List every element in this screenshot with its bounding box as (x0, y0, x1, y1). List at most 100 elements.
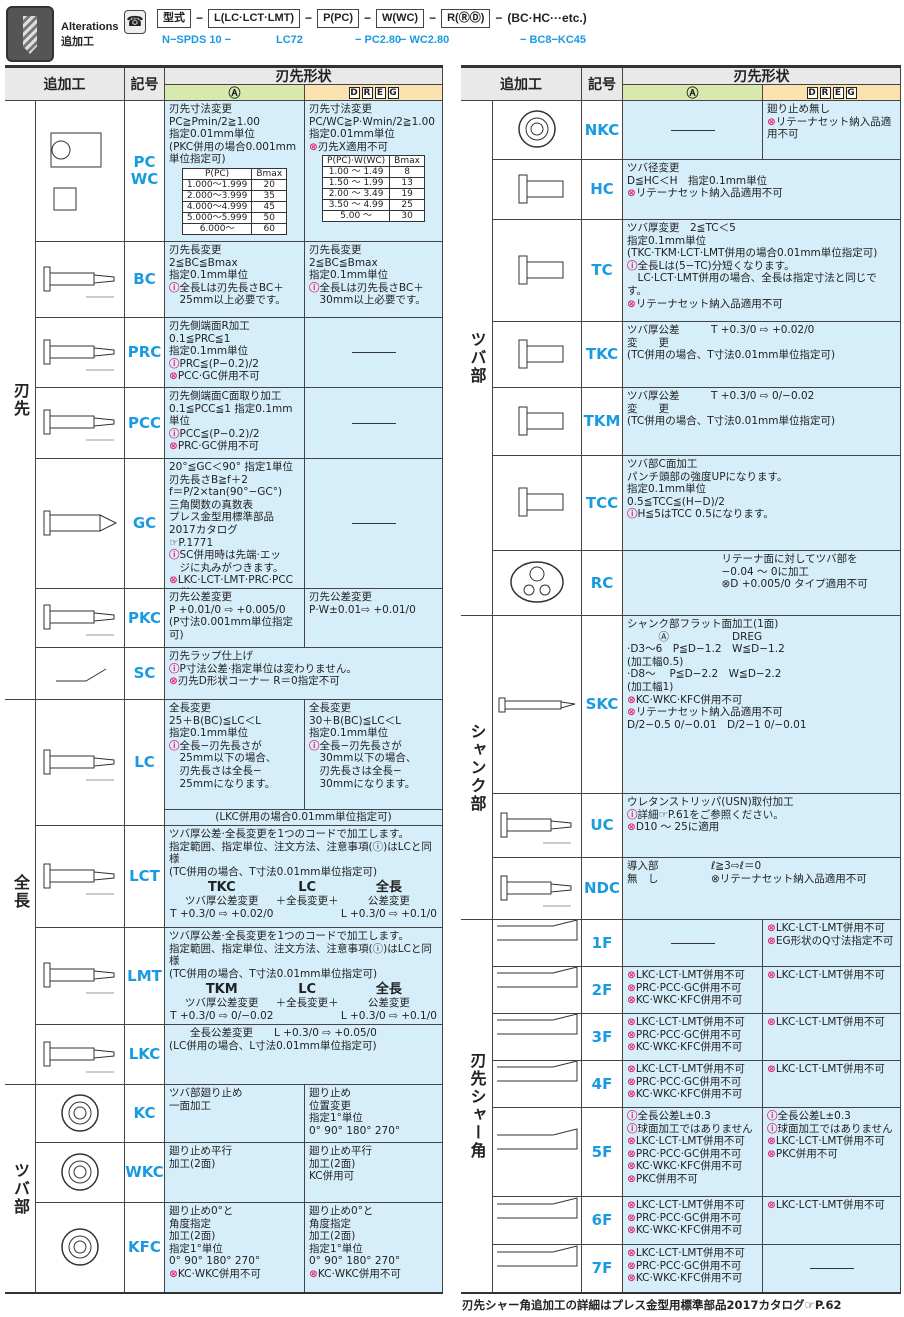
order-format: 型式−L(LC·LCT·LMT)−P(PC)−W(WC)−R(ⓇⒹ)−(BC·H… (157, 9, 587, 28)
text-line: ツバ厚公差 T +0.3/0 ⇨ +0.02/0 (627, 324, 815, 336)
code-2f[interactable]: 2F (582, 967, 623, 1014)
code-5f[interactable]: 5F (582, 1108, 623, 1197)
code-lc[interactable]: LC (125, 700, 165, 826)
header-shape-a: Ⓐ (623, 85, 763, 101)
prohibited-note: ⊗KC·WKC併用不可 (169, 1267, 261, 1280)
code-nkc[interactable]: NKC (582, 101, 623, 160)
caution-note: ⓘH≦5はTCC 0.5になります。 (627, 508, 774, 521)
code-kc[interactable]: KC (125, 1085, 165, 1143)
caution-note: ⓘ全長Lは刃先長さBC＋ (169, 281, 284, 294)
format-field: (BC·HC···etc.) (507, 11, 587, 25)
prohibited-note: ⊗LKC·LCT·LMT併用不可 (767, 1135, 885, 1148)
code-hc[interactable]: HC (582, 160, 623, 220)
code-tkc[interactable]: TKC (582, 322, 623, 388)
dash: − (364, 11, 372, 25)
shear-drawing (497, 1197, 578, 1218)
code-sc[interactable]: SC (125, 648, 165, 700)
category-シャンク部: シャンク部 (461, 616, 493, 920)
illustration-rc (493, 551, 582, 616)
code-1f[interactable]: 1F (582, 920, 623, 967)
punch-drawing (500, 875, 572, 906)
table-cell: 8 (389, 166, 425, 179)
code-lmt[interactable]: LMT (125, 928, 165, 1025)
table-cell: 1.00 〜 1.49 (322, 166, 391, 179)
text-line: ·D3〜6 P≦D−1.2 W≦D−1.2 (627, 643, 785, 656)
code-rc[interactable]: RC (582, 551, 623, 616)
code-6f[interactable]: 6F (582, 1197, 623, 1245)
text-line: 指定0.1mm単位 (627, 483, 707, 496)
code-skc[interactable]: SKC (582, 616, 623, 794)
text-line: 加工(2面) (169, 1230, 216, 1243)
text-line: プレス金型用標準部品2017カタログ (169, 511, 274, 536)
text-line: 指定0.1mm単位 (309, 727, 389, 740)
prohibited-note: ⊗リテーナセット納入品適用不可 (767, 115, 892, 141)
ring-drawing (61, 1093, 99, 1132)
table-cell: 4.000〜4.999 (181, 200, 253, 213)
prohibited-note: ⊗PRC·PCC·GC併用不可 (627, 981, 742, 994)
code-pcc[interactable]: PCC (125, 388, 165, 459)
table-cell: 60 (251, 222, 288, 235)
illustration-6f (493, 1197, 582, 1245)
text-line: ·D8〜 P≦D−2.2 W≦D−2.2 (627, 668, 782, 681)
code-prc[interactable]: PRC (125, 318, 165, 388)
text-line: 指定0.01mm単位 (309, 128, 395, 141)
code-gc[interactable]: GC (125, 459, 165, 589)
text-line: ☞P.1771 (169, 536, 214, 549)
description-cell: 全長公差変更 L +0.3/0 ⇨ +0.05/0(LC併用の場合、L寸法0.0… (165, 1025, 443, 1085)
description-cell: ツバ厚公差·全長変更を1つのコードで加工します。指定範囲、指定単位、注文方法、注… (165, 928, 443, 1025)
dash: − (305, 11, 313, 25)
table-row: 5.00 〜30 (322, 210, 425, 223)
table-cell: 2.00 〜 3.49 (322, 188, 391, 201)
code-tcc[interactable]: TCC (582, 456, 623, 551)
illustration-7f (493, 1245, 582, 1293)
text-line: 位置変更 (309, 1099, 351, 1112)
shape-d-cell (305, 318, 443, 388)
prohibited-note: ⊗LKC·LCT·LMT併用不可 (767, 922, 885, 934)
code-pc-wc[interactable]: PC WC (125, 101, 165, 242)
illustration-tc (493, 220, 582, 322)
code-tkm[interactable]: TKM (582, 388, 623, 456)
prohibited-note: ⊗LKC·LCT·LMT併用不可 (627, 969, 745, 981)
text-line: (TC併用の場合、T寸法0.01mm単位指定可) (169, 865, 378, 878)
text-line: (P寸法0.001mm単位指定可) (169, 616, 293, 641)
text-line: 三角関数の真数表 (169, 498, 253, 511)
table-cell: 20 (251, 178, 288, 191)
text-line: 無 し ⊗リテーナセット納入品適用不可 (627, 872, 867, 885)
text-line: 刃先長さB≧f＋2 (169, 473, 248, 486)
code-3f[interactable]: 3F (582, 1014, 623, 1061)
prohibited-note: ⊗PRC·PCC·GC併用不可 (627, 1211, 742, 1224)
code-lct[interactable]: LCT (125, 826, 165, 928)
code-uc[interactable]: UC (582, 794, 623, 858)
table-cell: 50 (251, 211, 288, 224)
code-4f[interactable]: 4F (582, 1061, 623, 1108)
code-pkc[interactable]: PKC (125, 589, 165, 648)
code-7f[interactable]: 7F (582, 1245, 623, 1293)
footer-ref-link[interactable]: ☞P.62 (804, 1298, 842, 1312)
head-drawing (518, 255, 564, 284)
table-header: Bmax (389, 155, 425, 168)
code-kfc[interactable]: KFC (125, 1203, 165, 1293)
punch-drawing (43, 749, 115, 780)
not-applicable-dash (809, 1268, 854, 1269)
left-table-bottom-rule (5, 1292, 443, 1294)
code-lkc[interactable]: LKC (125, 1025, 165, 1085)
code-ndc[interactable]: NDC (582, 858, 623, 920)
caution-note: ⓘ全長Lは(5−TC)分短くなります。 (627, 259, 795, 272)
code-tc[interactable]: TC (582, 220, 623, 322)
shape-d-cell: 廻り止め平行加工(2面)KC併用可 (305, 1143, 443, 1203)
text-line: 刃先ラップ仕上げ (169, 650, 253, 662)
caution-note: ⓘ詳細☞P.61をご参照ください。 (627, 808, 784, 821)
caution-note: ⓘP寸法公差·指定単位は変わりません。 (169, 662, 357, 675)
prohibited-note: ⊗KC·WKC·KFC併用不可 (627, 1224, 743, 1237)
category-刃先シャー角: 刃先シャー角 (461, 920, 493, 1293)
text-line: D≦HC＜H 指定0.1mm単位 (627, 174, 768, 187)
code-bc[interactable]: BC (125, 242, 165, 318)
code-wkc[interactable]: WKC (125, 1143, 165, 1203)
prohibited-note: ⊗KC·WKC併用不可 (309, 1267, 401, 1280)
